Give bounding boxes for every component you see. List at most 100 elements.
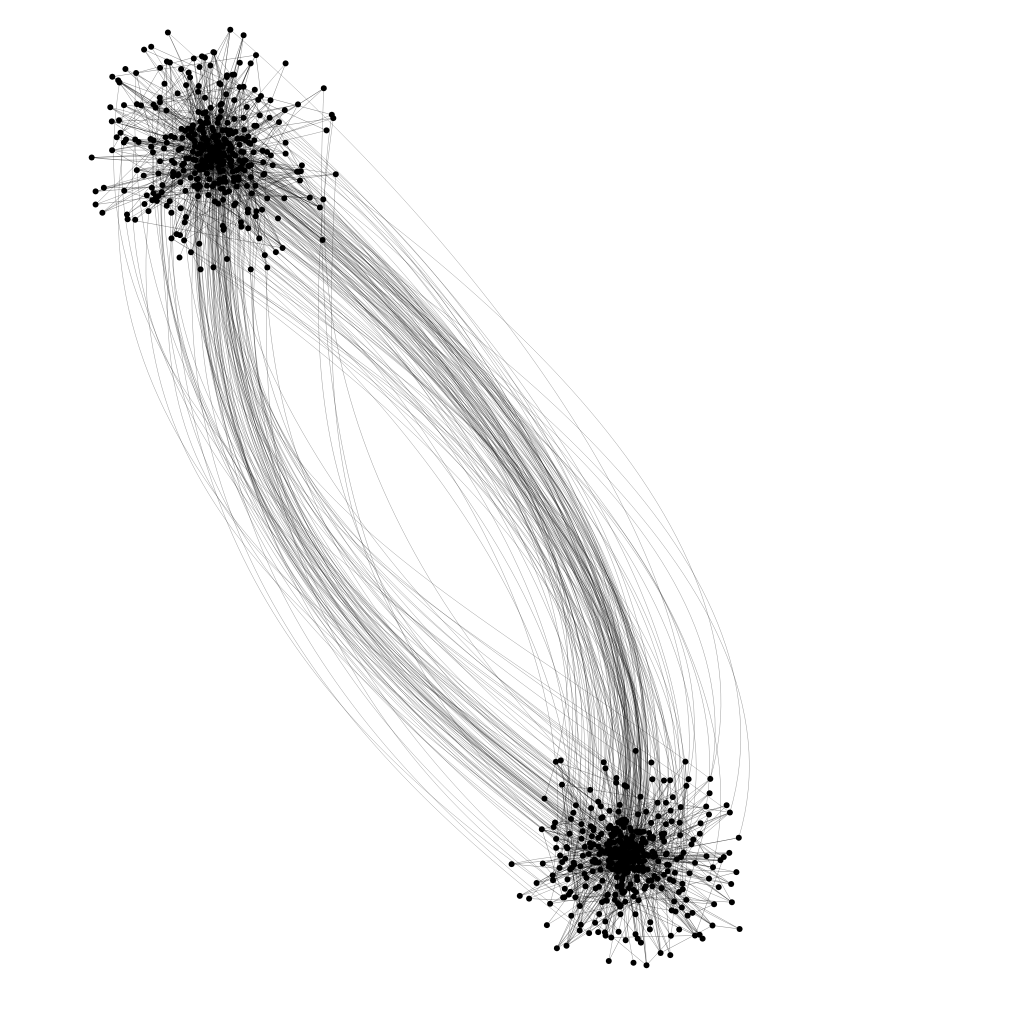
cluster-a-node	[181, 237, 188, 244]
cluster-b-node	[664, 868, 671, 875]
inter-cluster-edge	[145, 187, 599, 847]
inter-cluster-edge	[223, 138, 655, 930]
cluster-a-node	[216, 144, 223, 151]
cluster-b-node	[607, 822, 614, 829]
cluster-b-node	[630, 893, 637, 900]
cluster-b-edge	[571, 867, 703, 939]
cluster-b-edge	[561, 784, 580, 931]
cluster-a-node	[259, 206, 265, 213]
cluster-b-node	[726, 849, 733, 856]
cluster-a-edge	[213, 52, 268, 199]
cluster-a-node	[99, 209, 106, 216]
cluster-a-edge	[220, 84, 226, 143]
inter-cluster-edge	[269, 117, 640, 848]
inter-cluster-edge	[167, 238, 622, 821]
cluster-b-node	[635, 897, 642, 904]
cluster-a-node	[264, 195, 271, 202]
inter-cluster-edge	[212, 151, 639, 871]
cluster-a-node	[250, 149, 257, 156]
cluster-b-node	[568, 816, 574, 822]
inter-cluster-edge	[322, 239, 577, 904]
cluster-b-node	[664, 861, 670, 868]
inter-cluster-edge	[222, 181, 623, 856]
cluster-a-node	[211, 180, 218, 187]
cluster-b-node	[649, 835, 656, 842]
cluster-a-edge	[127, 219, 283, 249]
cluster-b-node	[572, 802, 579, 809]
cluster-a-node	[157, 99, 163, 106]
cluster-a-node	[121, 102, 127, 109]
cluster-b-node	[733, 869, 740, 876]
cluster-b-node	[576, 927, 583, 934]
cluster-b-node	[711, 901, 718, 908]
cluster-b-node	[616, 801, 623, 808]
inter-cluster-edge	[194, 169, 652, 824]
cluster-b-node	[621, 782, 628, 789]
cluster-a-node	[169, 157, 175, 164]
cluster-b-node	[677, 832, 684, 839]
cluster-b-node	[690, 836, 697, 843]
cluster-a-node	[240, 32, 247, 39]
cluster-b-node	[622, 898, 629, 905]
cluster-b-edge	[528, 861, 563, 899]
cluster-b-node	[572, 894, 579, 901]
cluster-b-node	[581, 843, 588, 850]
cluster-b-node	[597, 803, 604, 810]
cluster-b-node	[667, 807, 674, 814]
cluster-a-edge	[136, 169, 204, 171]
cluster-b-node	[552, 758, 559, 765]
cluster-b-node	[630, 959, 637, 966]
cluster-b-edge	[541, 796, 673, 830]
cluster-b-node	[602, 932, 609, 939]
cluster-b-node	[679, 880, 686, 887]
cluster-a-node	[163, 107, 170, 114]
cluster-b-node	[692, 859, 698, 866]
inter-cluster-edge	[225, 143, 667, 803]
cluster-b-node	[655, 858, 662, 865]
cluster-b-edge	[608, 822, 680, 962]
inter-cluster-edge	[228, 143, 614, 835]
inter-cluster-edge	[266, 267, 630, 848]
cluster-b-node	[557, 852, 564, 859]
cluster-a-node	[222, 189, 229, 196]
cluster-b-node	[670, 878, 677, 885]
inter-cluster-edge	[196, 139, 591, 791]
cluster-a-node	[174, 90, 181, 97]
cluster-a-node	[109, 147, 116, 154]
cluster-a-node	[166, 198, 173, 205]
cluster-a-node	[195, 193, 201, 200]
inter-cluster-edge	[219, 229, 644, 872]
inter-cluster-edge	[227, 163, 638, 833]
cluster-b-node	[632, 931, 639, 938]
cluster-a-edge	[242, 138, 263, 210]
cluster-a-node	[330, 115, 337, 122]
cluster-b-node	[543, 922, 550, 929]
cluster-a-node	[108, 118, 115, 125]
cluster-a-node	[175, 171, 182, 178]
cluster-b-edge	[694, 856, 724, 936]
cluster-b-node	[646, 926, 653, 933]
cluster-b-node	[637, 793, 644, 800]
cluster-b-node	[566, 830, 573, 837]
cluster-b-node	[623, 835, 630, 841]
cluster-a-node	[180, 167, 187, 174]
cluster-b-node	[646, 830, 653, 836]
cluster-a-node	[252, 182, 259, 189]
cluster-b-node	[637, 939, 644, 946]
cluster-a-node	[256, 112, 263, 119]
cluster-b-edge	[663, 874, 671, 956]
cluster-a-node	[258, 93, 264, 99]
cluster-b-node	[508, 861, 515, 868]
cluster-b-node	[613, 779, 620, 786]
cluster-a-node	[253, 52, 259, 59]
cluster-b-node	[587, 844, 594, 851]
cluster-b-edge	[566, 900, 639, 946]
inter-cluster-edge	[203, 148, 643, 822]
cluster-a-node	[210, 49, 217, 56]
inter-cluster-edge	[201, 164, 619, 850]
cluster-b-node	[541, 795, 548, 802]
cluster-a-node	[240, 83, 247, 90]
cluster-a-edge	[152, 61, 168, 153]
cluster-a-node	[133, 101, 140, 108]
inter-cluster-edge	[199, 158, 557, 849]
